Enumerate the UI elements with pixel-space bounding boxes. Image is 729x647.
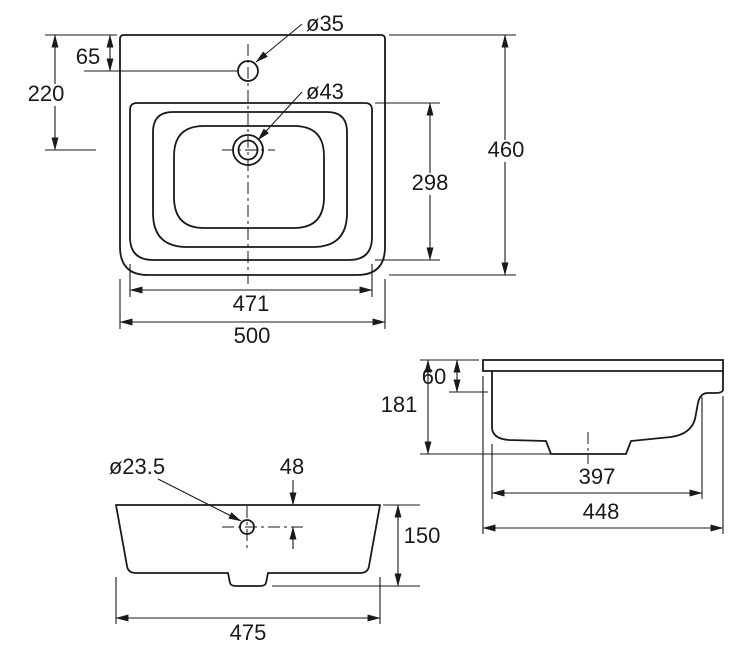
bowl-bottom-outline (173, 125, 325, 229)
bowl-top-outline (152, 111, 348, 248)
tap-hole-diameter-label: ø23.5 (109, 454, 165, 479)
basin-outer-outline (119, 34, 386, 276)
dim-150-label: 150 (404, 523, 441, 548)
tap-hole-leader-line (157, 478, 242, 522)
faucet-leader-line (255, 23, 303, 63)
label-mask (406, 173, 454, 195)
dim-500-label: 500 (234, 323, 271, 348)
dim-65-label: 65 (76, 44, 100, 69)
bowl-profile (491, 370, 724, 455)
dim-60-label: 60 (422, 364, 446, 389)
dim-448-label: 448 (583, 499, 620, 524)
dim-48-label: 48 (280, 454, 304, 479)
dim-220-label: 220 (28, 81, 65, 106)
faucet-diameter-label: ø35 (306, 11, 344, 36)
drain-leader-line (257, 91, 303, 141)
dim-471-label: 471 (233, 291, 270, 316)
drain-diameter-label: ø43 (306, 79, 344, 104)
label-mask (26, 84, 66, 106)
side-view: 60 181 397 448 (381, 359, 724, 534)
dim-181-label: 181 (381, 392, 418, 417)
dim-475-label: 475 (230, 620, 267, 645)
dim-397-label: 397 (579, 464, 616, 489)
dim-298-label: 298 (412, 170, 449, 195)
basin-rim-outline (129, 102, 373, 261)
front-outline (115, 504, 381, 587)
dim-460-label: 460 (488, 137, 525, 162)
top-view: ø35 ø43 65 220 460 298 471 500 (26, 11, 531, 348)
label-mask (481, 140, 531, 162)
front-view: ø23.5 48 150 475 (109, 454, 440, 645)
